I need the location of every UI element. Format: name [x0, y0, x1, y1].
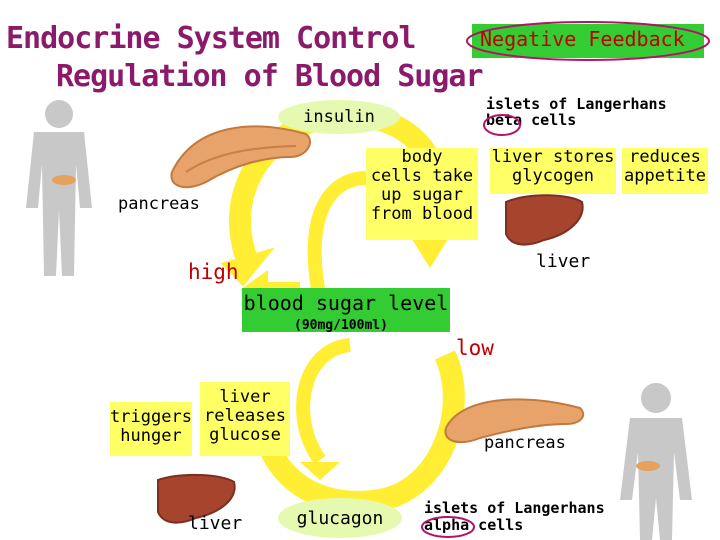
islets-beta: islets of Langerhans beta cells — [486, 96, 667, 128]
liver-releases-line3: glucose — [209, 425, 281, 445]
liver-top-icon — [505, 194, 584, 246]
body-cells-line1: body — [401, 147, 443, 167]
liver-releases-line1: liver — [219, 387, 271, 407]
body-cells-box: body cells take up sugar from blood — [366, 148, 478, 240]
negative-feedback-badge: Negative Feedback — [464, 20, 712, 62]
pancreas-bottom-label: pancreas — [484, 433, 566, 453]
islets-beta-line1: islets of Langerhans — [486, 95, 667, 113]
insulin-label: insulin — [303, 106, 375, 127]
human-silhouette-icon — [26, 100, 92, 276]
body-cells-line4: from blood — [370, 204, 474, 224]
high-label: high — [188, 260, 239, 284]
pancreas-bottom-icon — [444, 398, 585, 444]
liver-stores-line2: glycogen — [512, 166, 594, 186]
liver-stores-line1: liver stores — [491, 147, 615, 167]
reduces-line2: appetite — [624, 166, 706, 186]
liver-bottom-label: liver — [188, 513, 243, 534]
blood-sugar-level-label: blood sugar level — [243, 291, 449, 315]
body-cells-line3: up sugar — [381, 185, 463, 205]
reduces-appetite-box: reduces appetite — [622, 148, 708, 194]
low-label: low — [456, 336, 494, 360]
glucagon-pill: glucagon — [278, 498, 402, 538]
blood-sugar-range: (90mg/100ml) — [294, 318, 388, 333]
triggers-hunger-box: triggers hunger — [110, 402, 192, 456]
triggers-line2: hunger — [120, 426, 182, 446]
title-line2: Regulation of Blood Sugar — [56, 59, 484, 94]
negative-feedback-label: Negative Feedback — [480, 27, 685, 51]
liver-releases-line2: releases — [204, 406, 286, 426]
insulin-pill: insulin — [278, 100, 400, 134]
liver-releases-box: liver releases glucose — [200, 382, 290, 456]
pancreas-top-label: pancreas — [118, 194, 200, 214]
reduces-line1: reduces — [629, 147, 701, 167]
title-line1: Endocrine System Control — [6, 21, 416, 56]
liver-top-label: liver — [536, 251, 591, 272]
liver-stores-box: liver stores glycogen — [490, 148, 616, 194]
liver-bottom-icon — [157, 473, 236, 524]
islets-alpha-line1: islets of Langerhans — [424, 499, 605, 517]
blood-sugar-level-box: blood sugar level — [242, 288, 450, 332]
body-cells-line2: cells take — [370, 166, 474, 186]
glucagon-label: glucagon — [296, 507, 384, 529]
human-silhouette-bottom-icon — [620, 383, 692, 540]
pancreas-icon — [170, 125, 311, 189]
triggers-line1: triggers — [110, 407, 192, 427]
